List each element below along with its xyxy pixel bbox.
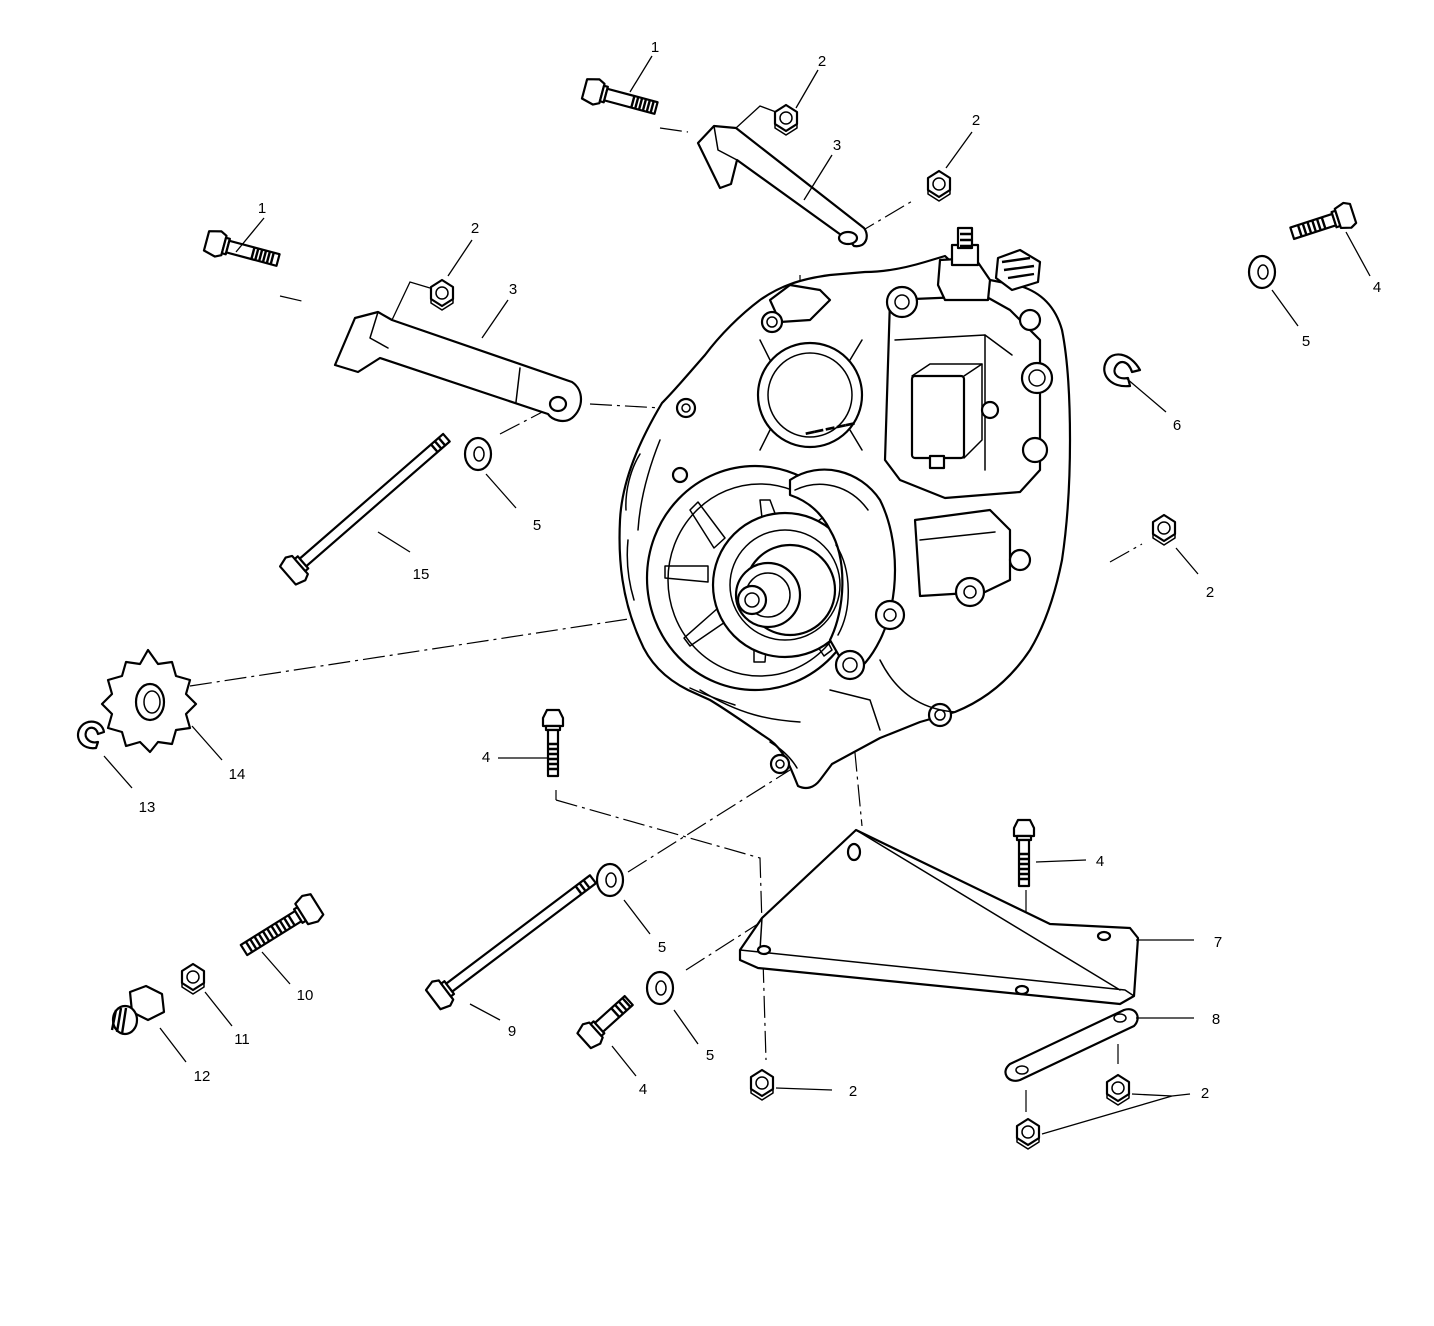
callout-4: 4 <box>639 1081 647 1098</box>
mount-strap-flat <box>1004 1008 1139 1082</box>
hex-nut <box>180 962 206 996</box>
hex-nut <box>1015 1117 1041 1151</box>
callout-13: 13 <box>139 799 156 816</box>
callout-4: 4 <box>1373 279 1381 296</box>
callout-2: 2 <box>818 53 826 70</box>
flat-washer <box>595 862 625 898</box>
cap-screw-bottom <box>576 994 634 1050</box>
hex-nut <box>926 169 952 203</box>
callout-5: 5 <box>1302 333 1310 350</box>
drain-plug <box>110 984 166 1036</box>
flange-bolt-upper <box>580 78 659 115</box>
hex-nut <box>773 103 799 137</box>
callout-2: 2 <box>1201 1085 1209 1102</box>
callout-14: 14 <box>229 766 246 783</box>
hex-nut <box>429 278 455 312</box>
callout-9: 9 <box>508 1023 516 1040</box>
cap-screw-vertical-right <box>1012 818 1036 888</box>
callout-1: 1 <box>651 39 659 56</box>
callout-5: 5 <box>533 517 541 534</box>
callout-8: 8 <box>1212 1011 1220 1028</box>
callout-2: 2 <box>972 112 980 129</box>
callout-5: 5 <box>658 939 666 956</box>
flat-washer <box>463 436 493 472</box>
threaded-bolt <box>239 893 325 957</box>
flange-bolt-lower <box>202 230 281 267</box>
hex-nut <box>1105 1073 1131 1107</box>
callout-1: 1 <box>258 200 266 217</box>
hex-nut <box>749 1068 775 1102</box>
callout-3: 3 <box>509 281 517 298</box>
drive-sprocket <box>100 648 198 754</box>
cap-screw-vertical-left <box>541 708 565 778</box>
mount-plate-triangular <box>738 828 1140 1006</box>
cap-screw-right <box>1289 201 1358 241</box>
callout-10: 10 <box>297 987 314 1004</box>
engine-assembly: ▬▬ ▬ ▬▬ <box>618 226 1072 790</box>
callout-15: 15 <box>413 566 430 583</box>
callout-6: 6 <box>1173 417 1181 434</box>
callout-7: 7 <box>1214 934 1222 951</box>
callout-2: 2 <box>1206 584 1214 601</box>
callout-2: 2 <box>849 1083 857 1100</box>
flat-washer <box>1247 254 1277 290</box>
callout-4: 4 <box>482 749 490 766</box>
callout-11: 11 <box>234 1031 250 1048</box>
callout-2: 2 <box>471 220 479 237</box>
callout-12: 12 <box>194 1068 211 1085</box>
callout-3: 3 <box>833 137 841 154</box>
callouts: 1 1 2 2 2 2 2 2 3 3 4 4 4 4 5 5 5 5 6 7 … <box>103 39 1381 1135</box>
retaining-clip <box>1103 353 1142 388</box>
long-through-bolt-lower <box>424 874 598 1011</box>
hex-nut <box>1151 513 1177 547</box>
long-through-bolt-upper <box>278 432 451 586</box>
flat-washer <box>645 970 675 1006</box>
circlip <box>76 720 106 750</box>
engine-mount-bracket-upper <box>696 105 868 248</box>
engine-mount-bracket-lower <box>333 281 583 423</box>
callout-4: 4 <box>1096 853 1104 870</box>
callout-5: 5 <box>706 1047 714 1064</box>
